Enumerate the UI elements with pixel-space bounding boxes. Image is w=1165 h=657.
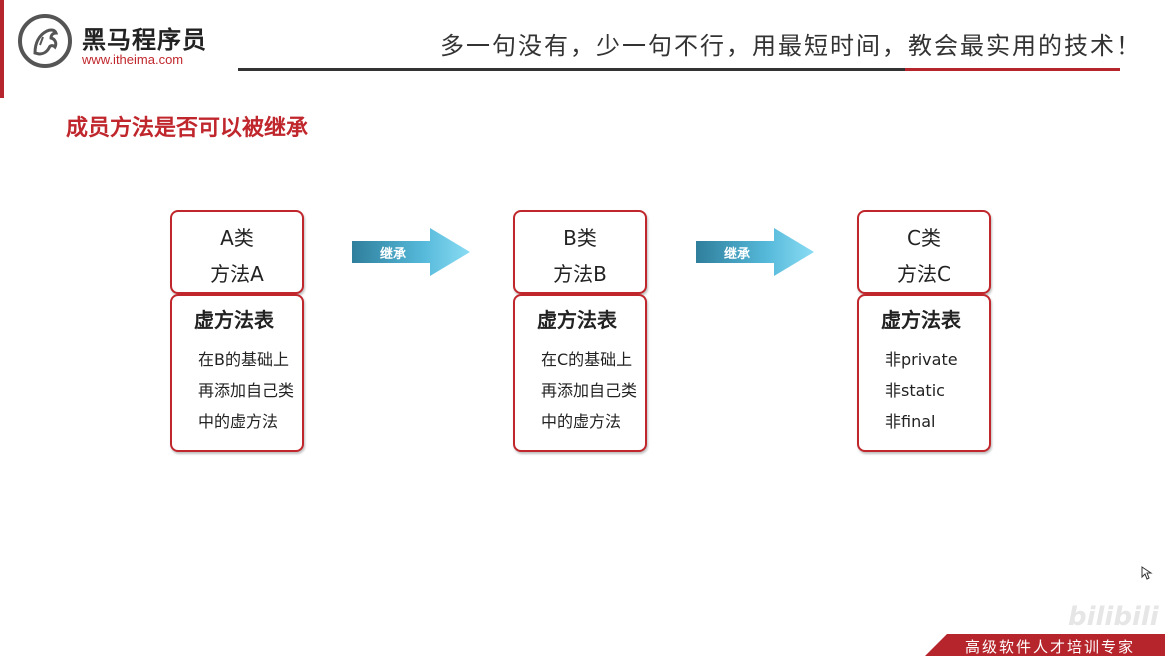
class-card-a: A类 方法A bbox=[170, 210, 304, 294]
cursor-icon bbox=[1141, 565, 1153, 580]
brand-logo: 黑马程序员 www.itheima.com bbox=[18, 14, 218, 70]
horse-logo-icon bbox=[18, 14, 72, 68]
vtable-title: 虚方法表 bbox=[194, 308, 274, 332]
class-method: 方法C bbox=[897, 262, 951, 286]
slogan: 多一句没有，少一句不行，用最短时间，教会最实用的技术！ bbox=[440, 32, 1142, 60]
vtable-line: 非final bbox=[885, 412, 936, 431]
vtable-line: 在C的基础上 bbox=[541, 350, 633, 369]
class-name: A类 bbox=[220, 226, 254, 250]
vtable-title: 虚方法表 bbox=[537, 308, 617, 332]
arrow-right-icon bbox=[352, 228, 470, 276]
brand-url: www.itheima.com bbox=[82, 52, 184, 67]
class-method: 方法A bbox=[210, 262, 264, 286]
vtable-line: 中的虚方法 bbox=[198, 412, 279, 431]
vtable-title: 虚方法表 bbox=[881, 308, 961, 332]
brand-name: 黑马程序员 bbox=[82, 26, 207, 54]
arrow-label: 继承 bbox=[380, 247, 407, 262]
vtable-line: 非static bbox=[885, 381, 945, 400]
vtable-card-c: 虚方法表 非private 非static 非final bbox=[857, 294, 991, 452]
inherit-arrow: 继承 bbox=[352, 228, 472, 276]
class-name: B类 bbox=[563, 226, 597, 250]
arrow-right-icon bbox=[696, 228, 814, 276]
page-title: 成员方法是否可以被继承 bbox=[66, 116, 309, 141]
bilibili-watermark: bilibili bbox=[1068, 602, 1159, 632]
vtable-card-a: 虚方法表 在B的基础上 再添加自己类 中的虚方法 bbox=[170, 294, 304, 452]
class-name: C类 bbox=[907, 226, 941, 250]
vtable-card-b: 虚方法表 在C的基础上 再添加自己类 中的虚方法 bbox=[513, 294, 647, 452]
vtable-line: 在B的基础上 bbox=[198, 350, 289, 369]
arrow-label: 继承 bbox=[724, 247, 751, 262]
vtable-line: 再添加自己类 bbox=[541, 381, 638, 400]
header-divider-accent bbox=[905, 68, 1120, 71]
header-divider bbox=[238, 68, 1120, 71]
footer-banner bbox=[925, 634, 1165, 656]
inherit-arrow: 继承 bbox=[696, 228, 816, 276]
footer-banner-text: 高级软件人才培训专家 bbox=[965, 638, 1136, 656]
vtable-line: 再添加自己类 bbox=[198, 381, 295, 400]
vtable-line: 中的虚方法 bbox=[541, 412, 622, 431]
class-card-c: C类 方法C bbox=[857, 210, 991, 294]
class-method: 方法B bbox=[553, 262, 607, 286]
slide-edge-bar bbox=[0, 0, 4, 98]
class-card-b: B类 方法B bbox=[513, 210, 647, 294]
vtable-line: 非private bbox=[885, 350, 958, 369]
